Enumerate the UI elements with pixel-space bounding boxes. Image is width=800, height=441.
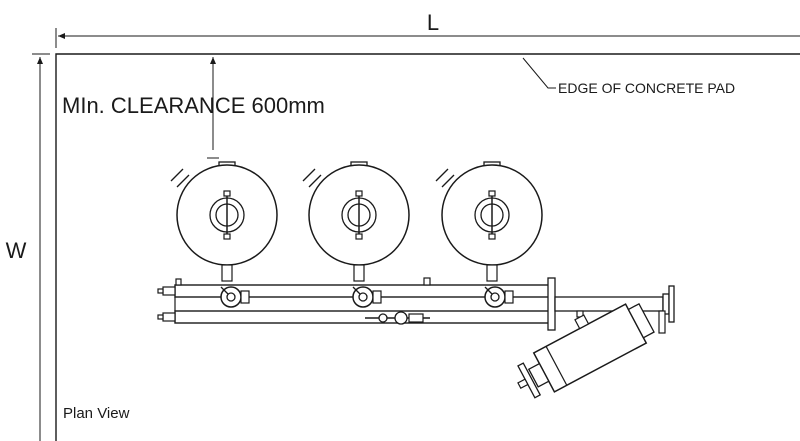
pad-edge-leader xyxy=(522,57,556,89)
tank-2 xyxy=(302,161,410,282)
tank-3 xyxy=(435,161,543,282)
pump-housing xyxy=(517,302,655,399)
length-label: L xyxy=(427,10,439,35)
valve-1 xyxy=(220,286,250,308)
width-label: W xyxy=(6,238,27,263)
valve-2 xyxy=(352,286,382,308)
pad-edge-label: EDGE OF CONCRETE PAD xyxy=(558,80,735,96)
valve-3 xyxy=(484,286,514,308)
tank-1 xyxy=(170,161,278,282)
view-title: Plan View xyxy=(63,405,130,422)
clearance-label: MIn. CLEARANCE 600mm xyxy=(62,93,325,118)
concrete-pad-outline xyxy=(55,53,800,441)
